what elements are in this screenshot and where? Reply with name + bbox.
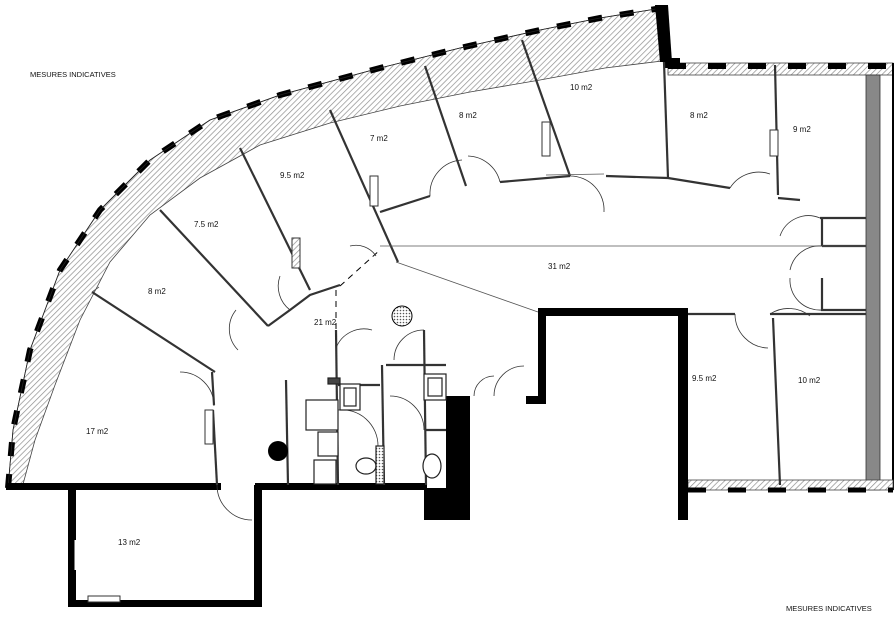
sanitary-fixtures [305, 373, 447, 485]
room-label: 17 m2 [86, 427, 109, 436]
room-label: 10 m2 [570, 83, 593, 92]
dashed-boundaries [335, 249, 381, 348]
corridor-lines [74, 173, 866, 570]
room-label: 31 m2 [548, 262, 571, 271]
east-wing-facade [667, 62, 894, 493]
room-label: 13 m2 [118, 538, 141, 547]
room-label: 8 m2 [459, 111, 477, 120]
room-label: 8 m2 [690, 111, 708, 120]
note-measures-bottom: MESURES INDICATIVES [786, 604, 872, 613]
structural-walls [6, 5, 688, 607]
curved-facade [5, 5, 671, 489]
room-label: 7.5 m2 [194, 220, 219, 229]
room-label: 10 m2 [798, 376, 821, 385]
labels: MESURES INDICATIVES MESURES INDICATIVES … [30, 70, 872, 613]
niches [87, 121, 779, 603]
note-measures-top: MESURES INDICATIVES [30, 70, 116, 79]
columns [268, 305, 413, 461]
room-label: 7 m2 [370, 134, 388, 143]
room-label: 9.5 m2 [280, 171, 305, 180]
room-label: 9.5 m2 [692, 374, 717, 383]
room-label: 8 m2 [148, 287, 166, 296]
room-label: 9 m2 [793, 125, 811, 134]
room-label: 21 m2 [314, 318, 337, 327]
door-swings [179, 155, 823, 521]
